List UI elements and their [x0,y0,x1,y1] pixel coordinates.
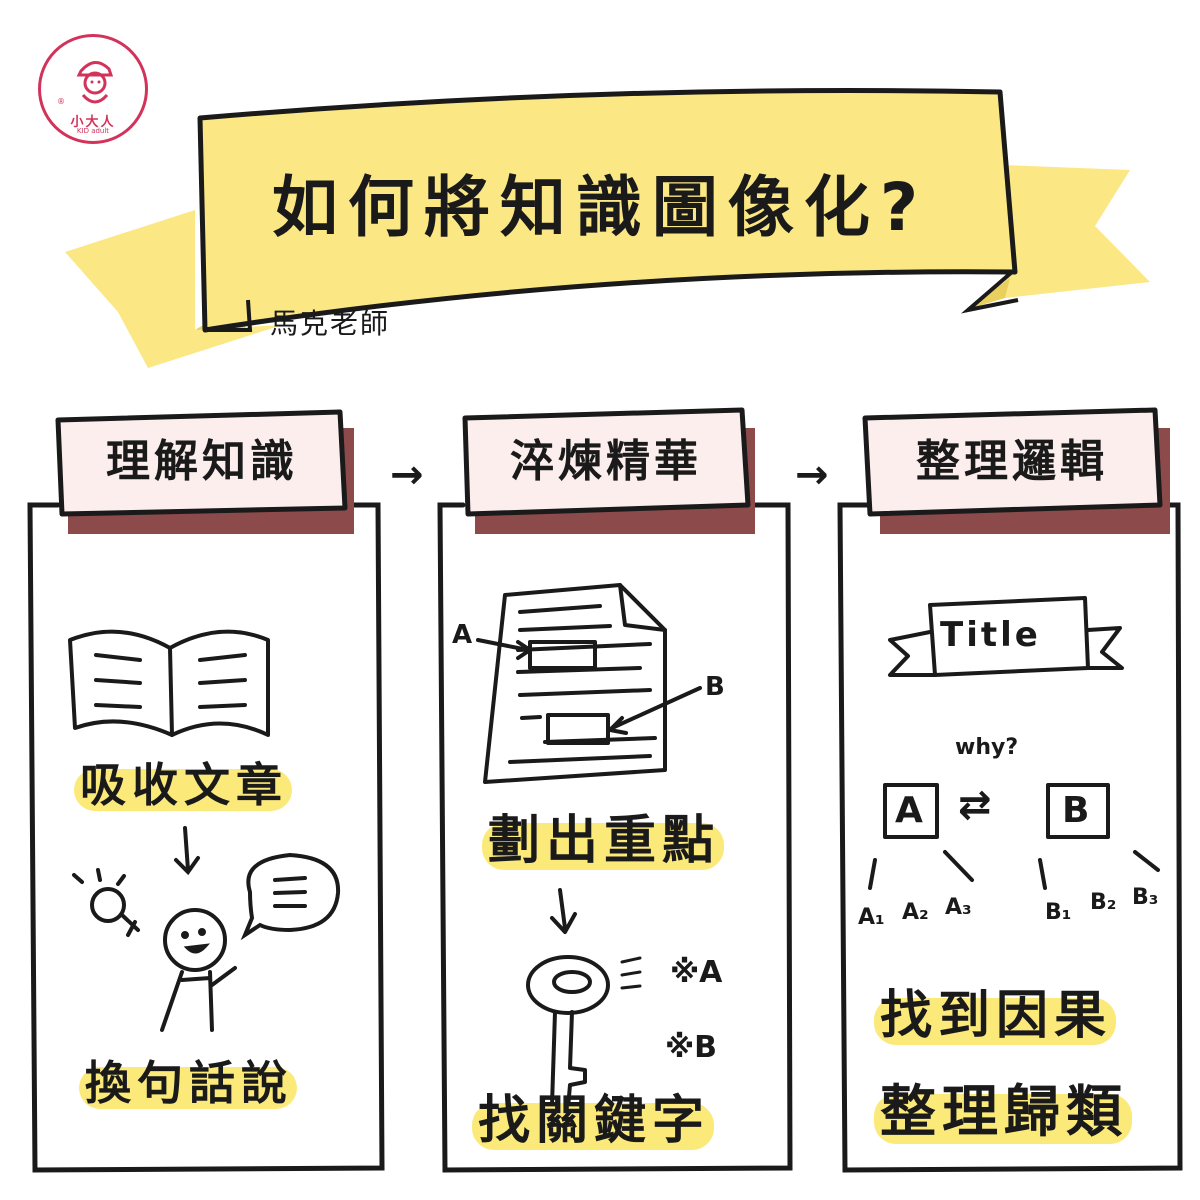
sub-b1: B₁ [1045,900,1072,925]
banner-title: 如何將知識圖像化? [271,169,929,246]
step-paraphrase: 換句話說 [79,1056,297,1110]
keyword-a: ※A [670,955,723,990]
header-arrow-1: → [390,452,424,498]
document-icon [483,583,667,784]
header-arrow-2: → [795,452,829,498]
mini-ribbon-icon [888,596,1124,677]
keyword-b: ※B [665,1030,718,1065]
step-find-keywords: 找關鍵字 [471,1091,715,1151]
sub-b2: B₂ [1090,890,1117,915]
column-3-header: 整理邏輯 [916,436,1108,487]
title-label: Title [940,615,1041,655]
lightbulb-icon [72,868,140,937]
node-b: B [1062,790,1090,831]
down-arrow-1 [174,826,200,876]
pointer-arrow-b [605,686,702,735]
label-b: B [705,672,725,702]
kid-mascot-icon [76,61,114,104]
sub-a1: A₁ [858,905,885,930]
logo-subtitle: KID adult [76,127,110,135]
label-a: A [452,620,473,650]
sub-b3: B₃ [1132,885,1159,910]
column-1-header: 理解知識 [106,436,298,487]
step-absorb-article: 吸收文章 [74,758,292,812]
sub-a2: A₂ [902,900,929,925]
step-organize-classify: 整理歸類 [874,1080,1132,1145]
node-a-box [883,783,939,839]
node-b-box [1046,783,1110,839]
down-arrow-2 [550,888,577,934]
author-name: 馬克老師 [270,307,391,340]
registered-mark: ® [57,97,65,106]
bidirectional-arrow: ⇄ [958,782,992,828]
node-a: A [895,790,923,831]
title-ribbon [65,87,1150,368]
open-book-icon [68,629,270,737]
logo: ® 小大人 KID adult [38,34,148,144]
speech-bubble-icon [240,852,341,941]
pointer-arrow-a [476,638,534,660]
step-find-cause-effect: 找到因果 [873,986,1117,1046]
sub-a3: A₃ [945,895,972,920]
why-label: why? [955,735,1019,760]
logo-name: 小大人 [70,115,116,130]
column-2-header: 淬煉精華 [510,436,702,487]
smiling-person-icon [160,908,237,1032]
step-highlight-points: 劃出重點 [481,811,725,871]
